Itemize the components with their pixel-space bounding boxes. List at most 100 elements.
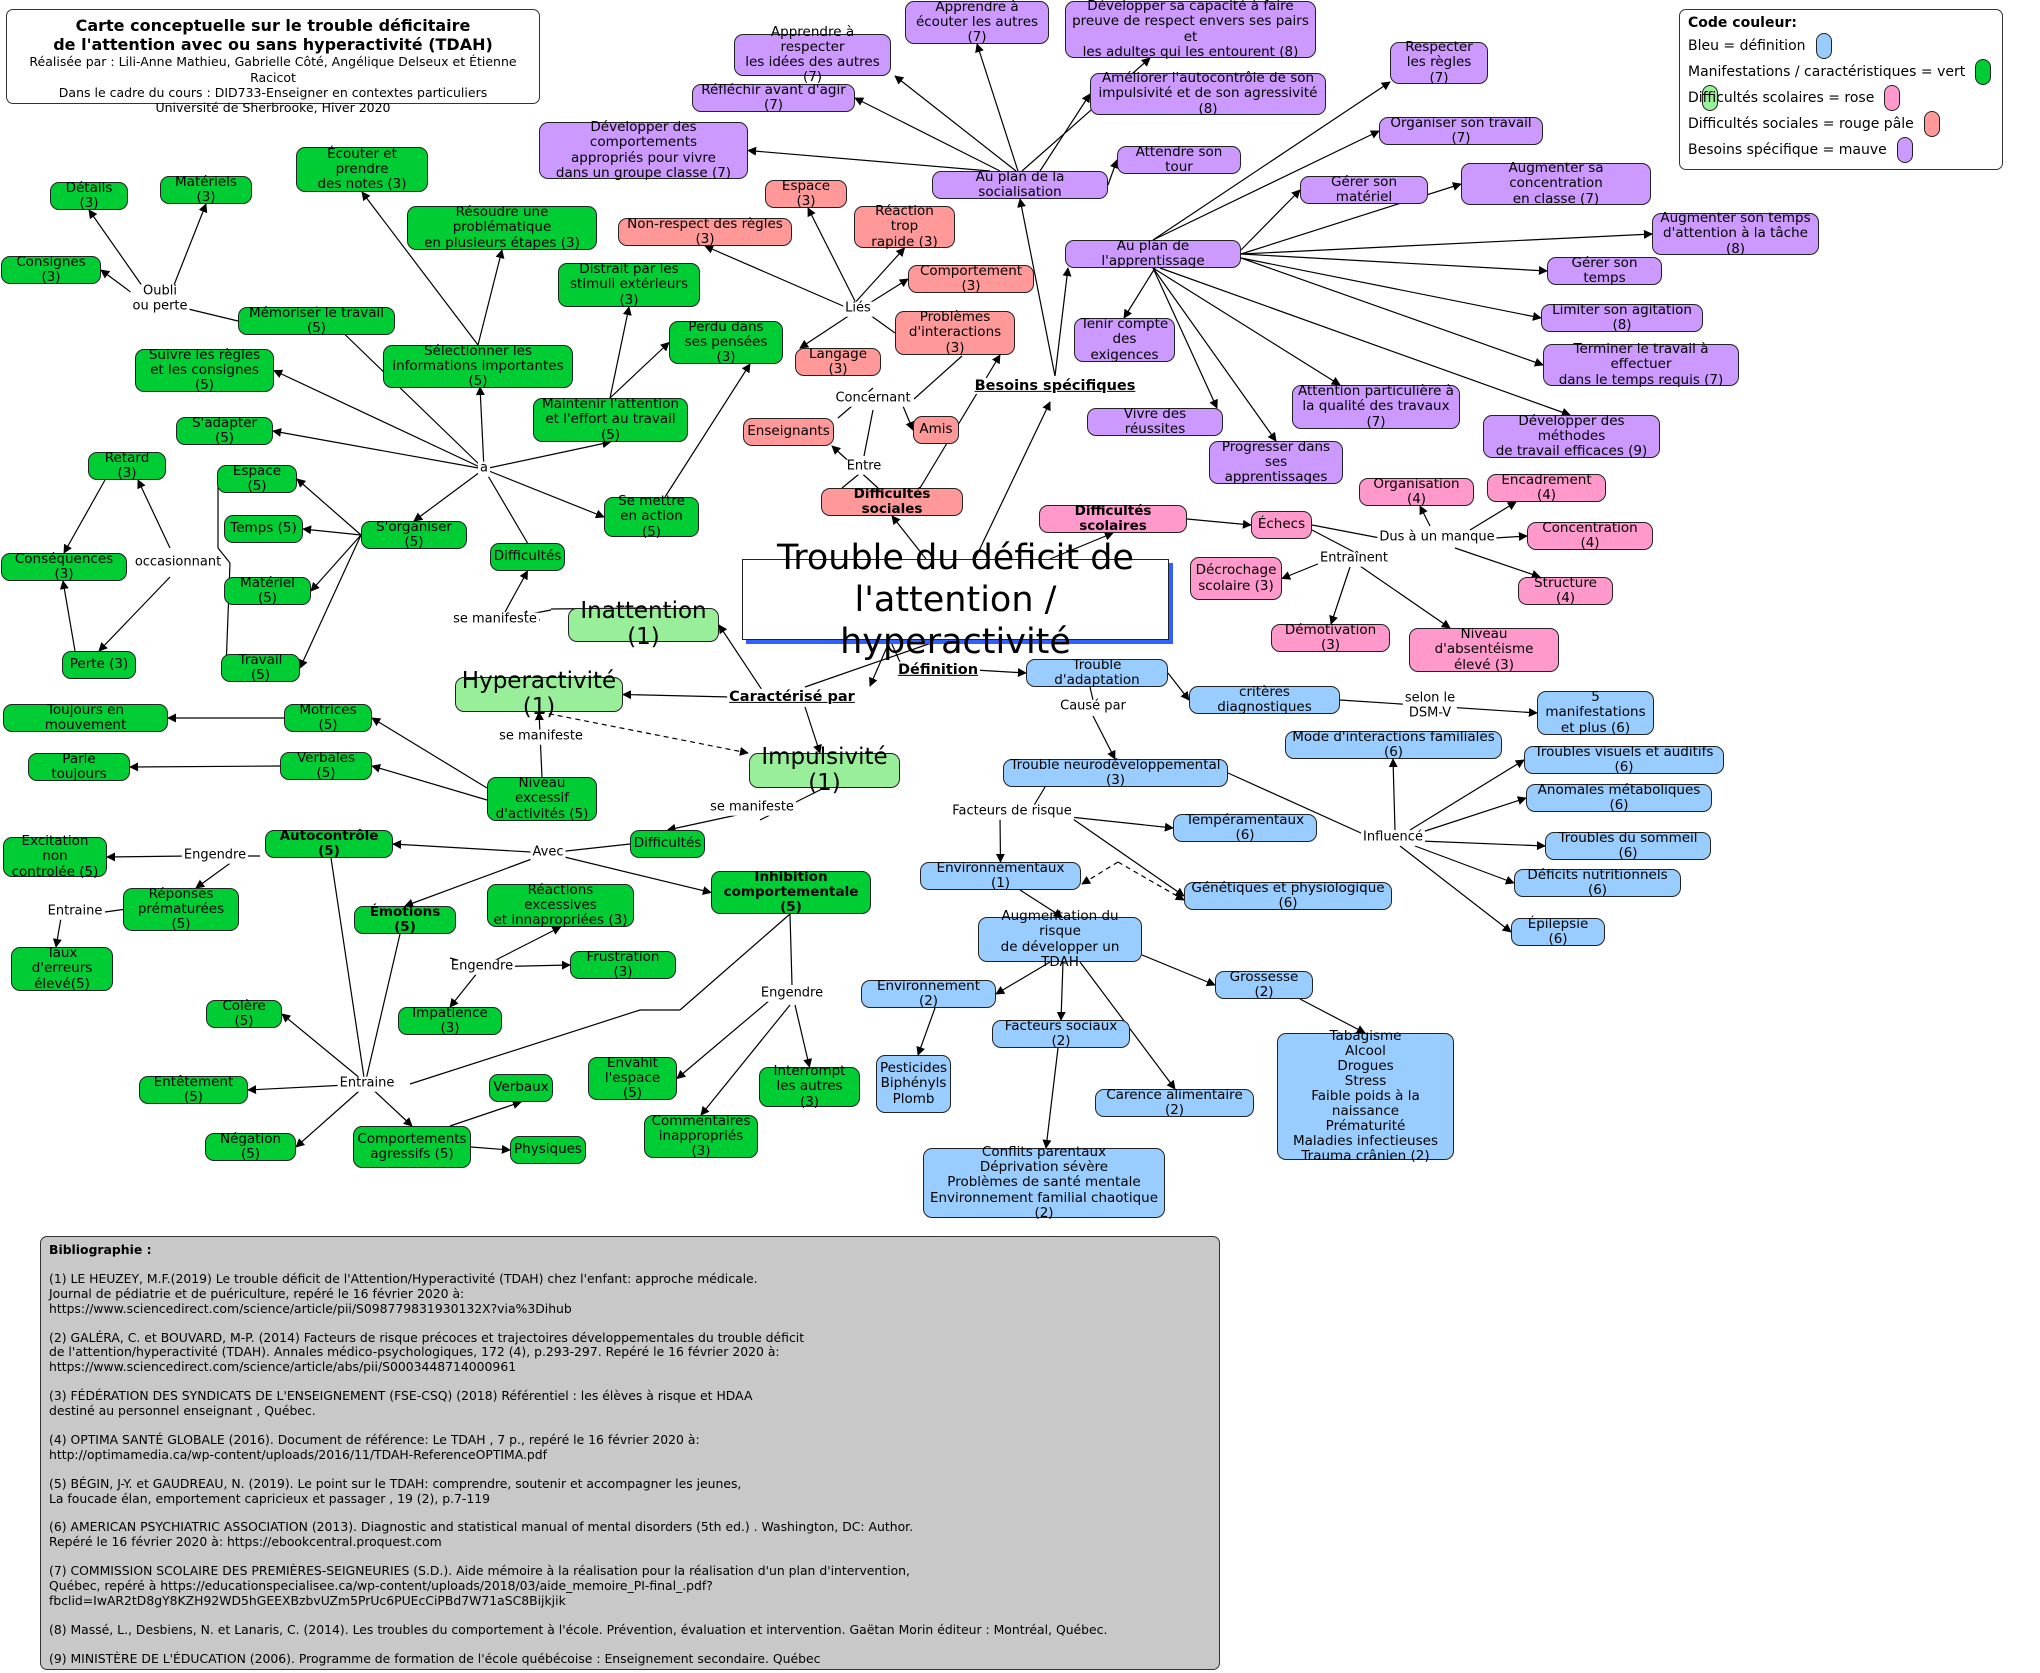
node-terminer-travail: Terminer le travail à effectuer dans le … bbox=[1543, 342, 1739, 387]
node-details: Détails (3) bbox=[50, 180, 128, 211]
bibliography-title-text: Bibliographie bbox=[49, 1242, 143, 1257]
node-epilepsie: Épilepsie (6) bbox=[1511, 916, 1605, 947]
node-troubles-visuels: Troubles visuels et auditifs (6) bbox=[1524, 744, 1724, 775]
label-a: a bbox=[478, 460, 490, 477]
label-engendre: Engendre bbox=[448, 958, 516, 975]
connector-line bbox=[1329, 566, 1351, 625]
connector-line bbox=[475, 386, 485, 470]
label-engendre: Engendre bbox=[181, 847, 249, 864]
node-temps: Temps (5) bbox=[224, 515, 303, 543]
connector-line bbox=[804, 706, 822, 754]
legend-swatch-light-green bbox=[1702, 85, 1718, 111]
label-entraine: Entraine bbox=[45, 903, 105, 920]
label-oubli-perte: Oubli ou perte bbox=[130, 283, 190, 314]
legend-text: Difficultés sociales = rouge pâle bbox=[1688, 116, 1914, 132]
connector-line bbox=[995, 961, 1051, 995]
node-gerer-temps: Gérer son temps bbox=[1547, 255, 1662, 286]
node-parle-toujours: Parle toujours bbox=[28, 751, 130, 782]
node-absenteisme: Niveau d'absentéisme élevé (3) bbox=[1409, 627, 1559, 672]
connector-line bbox=[534, 711, 544, 778]
connector-line bbox=[364, 933, 401, 1085]
connector-line bbox=[804, 639, 941, 688]
connector-line bbox=[609, 341, 670, 399]
bibliography-entry: (1) LE HEUZEY, M.F.(2019) Le trouble déf… bbox=[49, 1270, 758, 1316]
connector-line bbox=[371, 763, 488, 801]
node-excitation: Excitation non controlée (5) bbox=[3, 834, 107, 879]
node-organiser-travail: Organiser son travail (7) bbox=[1379, 115, 1543, 146]
label-lies: Liés bbox=[843, 300, 873, 317]
legend-swatch-blue bbox=[1815, 33, 1832, 59]
legend-title: Code couleur: bbox=[1688, 15, 1797, 31]
legend-row: Bleu = définition bbox=[1688, 33, 1994, 59]
connector-line bbox=[869, 314, 896, 334]
bibliography-panel: Bibliographie : (1) LE HEUZEY, M.F.(2019… bbox=[40, 1236, 1220, 1670]
connector-line bbox=[183, 307, 239, 322]
connector-line bbox=[547, 852, 712, 895]
connector-line bbox=[483, 439, 612, 470]
connector-line bbox=[1227, 772, 1373, 839]
connector-line bbox=[794, 1004, 813, 1068]
node-negation: Négation (5) bbox=[205, 1131, 296, 1162]
node-augmenter-temps-attention: Augmenter son temps d'attention à la tâc… bbox=[1652, 211, 1819, 256]
label-se-manifeste: se manifeste bbox=[451, 611, 539, 628]
connector-line bbox=[1409, 759, 1525, 831]
connector-line bbox=[1311, 529, 1355, 553]
map-title: Carte conceptuelle sur le trouble défici… bbox=[53, 16, 493, 55]
node-anomalies-metaboliques: Anomales métaboliques (6) bbox=[1526, 782, 1712, 813]
node-taux-erreurs: Taux d'erreurs élevé(5) bbox=[11, 946, 113, 991]
connector-line bbox=[104, 908, 124, 913]
node-amis: Amis bbox=[913, 416, 959, 444]
connector-line bbox=[916, 1007, 936, 1056]
connector-line bbox=[854, 97, 1001, 172]
connector-line bbox=[413, 468, 485, 522]
connector-line bbox=[1299, 998, 1366, 1034]
node-conflits-parentaux: Conflits parentaux Déprivation sévère Pr… bbox=[923, 1145, 1165, 1220]
bibliography-entry: (9) MINISTÈRE DE L'ÉDUCATION (2006). Pro… bbox=[49, 1650, 821, 1666]
connector-line bbox=[63, 479, 106, 554]
node-emotions: Émotions (5) bbox=[354, 904, 456, 935]
connector-line bbox=[609, 306, 632, 399]
node-genetiques-physiologique: Génétiques et physiologique (6) bbox=[1184, 880, 1392, 911]
node-ecouter-notes: Écouter et prendre des notes (3) bbox=[296, 146, 428, 192]
label-entre: Entre bbox=[844, 458, 884, 475]
label-caracterise-par: Caractérisé par bbox=[727, 688, 857, 706]
connector-line bbox=[1409, 796, 1527, 837]
connector-line bbox=[1069, 816, 1185, 897]
node-difficultes-sociales: Difficultés sociales bbox=[821, 486, 963, 517]
node-temperamentaux: Tempéramentaux (6) bbox=[1173, 812, 1317, 843]
map-university: Université de Sherbrooke, Hiver 2020 bbox=[155, 100, 391, 116]
connector-line bbox=[1167, 672, 1190, 701]
connector-line bbox=[891, 515, 927, 560]
node-envahit-espace: Envahit l'espace (5) bbox=[588, 1055, 677, 1101]
connector-line bbox=[894, 75, 1017, 172]
node-verbaux: Verbaux bbox=[489, 1074, 553, 1102]
node-environnementaux: Environnementaux (1) bbox=[920, 860, 1081, 891]
connector-line bbox=[106, 852, 191, 862]
connector-line bbox=[483, 468, 605, 519]
connector-line bbox=[679, 913, 791, 1011]
bibliography-entry: (5) BÉGIN, J-Y. et GAUDREAU, N. (2019). … bbox=[49, 1475, 742, 1506]
node-memoriser-travail: Mémoriser le travail (5) bbox=[238, 305, 395, 336]
connector-line bbox=[1141, 954, 1216, 987]
connector-line bbox=[1469, 501, 1517, 531]
connector-line bbox=[1419, 840, 1546, 851]
node-carence-alimentaire: Carence alimentaire (2) bbox=[1095, 1087, 1254, 1118]
legend-text: Manifestations / caractéristiques = vert bbox=[1688, 64, 1966, 80]
connector-line bbox=[869, 639, 891, 687]
legend-swatch-green bbox=[1975, 59, 1992, 85]
node-trouble-neurodeveloppemental: Trouble neurodéveloppemental (3) bbox=[1003, 757, 1228, 788]
node-reaction-rapide: Réaction trop rapide (3) bbox=[854, 204, 955, 249]
label-se-manifeste: se manifeste bbox=[708, 799, 796, 816]
node-enseignants: Enseignants bbox=[743, 418, 834, 446]
node-physiques: Physiques bbox=[510, 1136, 586, 1164]
connector-line bbox=[1107, 159, 1119, 186]
node-echecs: Échecs bbox=[1251, 511, 1312, 539]
node-inattention: Inattention (1) bbox=[568, 598, 719, 650]
node-grossesse: Grossesse (2) bbox=[1215, 969, 1313, 1000]
node-organisation: Organisation (4) bbox=[1359, 476, 1474, 507]
connector-line bbox=[59, 580, 76, 652]
label-avec: Avec bbox=[530, 844, 566, 861]
node-toujours-en-mouvement: Toujours en mouvement bbox=[3, 702, 168, 733]
connector-line bbox=[98, 576, 171, 652]
node-espace: Espace (5) bbox=[217, 463, 297, 494]
